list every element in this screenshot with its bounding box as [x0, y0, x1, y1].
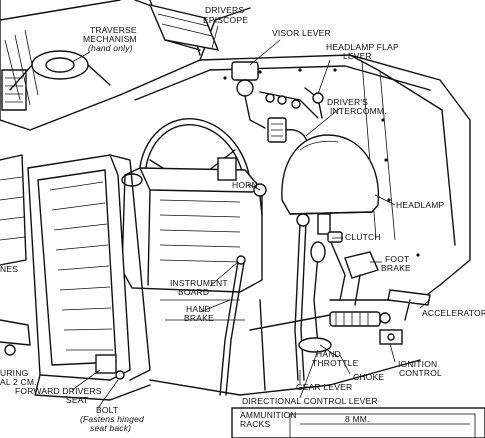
label-instrument-2: BOARD	[178, 287, 209, 297]
label-intercomm-2: INTERCOMM.	[330, 106, 387, 116]
foot-brake-pedal	[344, 251, 379, 306]
label-headlamp-flap-1: HEADLAMP FLAP	[326, 42, 399, 52]
label-foot-brake-1: FOOT	[385, 254, 409, 264]
accelerator-pedal	[387, 289, 431, 321]
ammunition-racks	[231, 407, 485, 438]
label-traverse-3: (hand only)	[88, 43, 133, 53]
label-headlamp: HEADLAMP	[396, 200, 444, 210]
label-traverse-1: TRAVERSE	[90, 25, 137, 35]
ignition-control	[379, 329, 403, 345]
leader-lines	[71, 25, 431, 409]
label-seat-2: SEAT	[66, 395, 88, 405]
label-instrument-1: INSTRUMENT	[170, 278, 228, 288]
label-hand-throttle-2: THROTTLE	[312, 358, 359, 368]
left-edge-equipment	[0, 154, 31, 356]
label-intercomm-1: DRIVER'S	[327, 97, 368, 107]
label-left-nes: NES	[0, 264, 18, 274]
label-ignition-2: CONTROL	[399, 368, 442, 378]
labels: DRIVERS EPISCOPE TRAVERSE MECHANISM (han…	[0, 5, 485, 433]
clutch-pedal	[327, 231, 346, 301]
label-bolt-3: seat back)	[90, 423, 131, 433]
label-horn: HORN	[232, 180, 258, 190]
visor-lever-mechanism	[231, 61, 319, 129]
label-accelerator: ACCELERATOR	[422, 308, 485, 318]
gear-lever	[294, 213, 310, 381]
label-gear-lever: GEAR LEVER	[296, 382, 352, 392]
label-headlamp-flap-2: LEVER	[343, 51, 372, 61]
label-bolt-1: BOLT	[96, 405, 118, 415]
label-ignition-1: IGNITION	[398, 359, 437, 369]
label-8mm: 8 MM.	[345, 414, 370, 424]
floor-gearbox	[149, 299, 421, 396]
drivers-episcope	[148, 3, 220, 51]
label-clutch: CLUTCH	[345, 232, 381, 242]
label-traverse-2: MECHANISM	[83, 34, 137, 44]
hand-brake-lever	[219, 255, 246, 396]
label-foot-brake-2: BRAKE	[381, 263, 411, 273]
label-left-uring: URING	[0, 368, 28, 378]
label-visor-lever: VISOR LEVER	[272, 28, 331, 38]
forward-drivers-seat	[27, 154, 151, 401]
rivets	[223, 68, 420, 257]
label-seat-1: FORWARD DRIVERS	[15, 386, 102, 396]
headlamp	[281, 134, 380, 235]
label-ammo-2: RACKS	[240, 419, 270, 429]
hand-throttle	[329, 311, 391, 327]
label-bolt-2: (Fastens hinged	[80, 414, 144, 424]
label-drivers-episcope-1: DRIVERS	[205, 5, 244, 15]
steering-column-housing	[121, 157, 263, 293]
label-hand-brake-1: HAND	[186, 304, 211, 314]
directional-control-lever	[298, 241, 332, 353]
label-hand-throttle-1: HAND	[316, 349, 341, 359]
label-drivers-episcope-2: EPISCOPE	[203, 15, 248, 25]
label-choke: CHOKE	[353, 372, 384, 382]
label-left-2cm: AL 2 CM.	[0, 377, 37, 387]
label-ammo-1: AMMUNITION	[240, 410, 297, 420]
label-directional-control: DIRECTIONAL CONTROL LEVER	[242, 396, 378, 406]
drivers-intercomm	[267, 117, 308, 149]
label-hand-brake-2: BRAKE	[184, 313, 214, 323]
